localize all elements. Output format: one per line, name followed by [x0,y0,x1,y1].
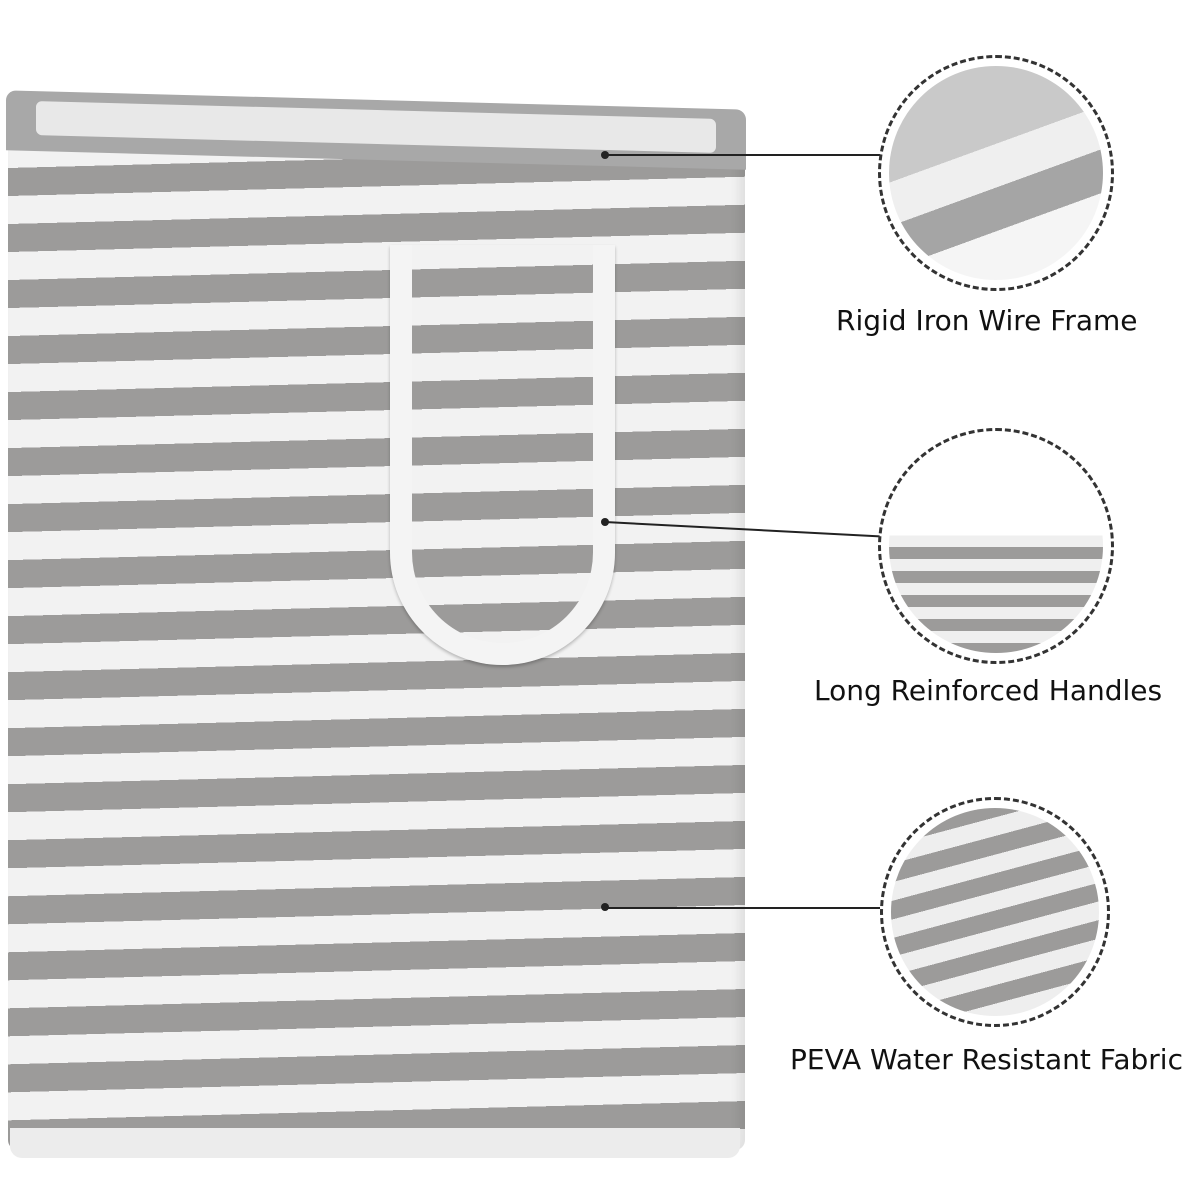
handle-detail-icon [878,428,1114,664]
water-drops-detail-icon [880,797,1110,1027]
hamper-opening [36,101,716,153]
hamper-body [8,140,745,1150]
callout-label: Rigid Iron Wire Frame [836,304,1138,337]
callout-label: PEVA Water Resistant Fabric [790,1043,1183,1076]
hamper-handle [390,245,615,665]
frame-detail-icon [878,55,1114,291]
callout-line [605,907,880,909]
callout-line [605,154,880,156]
callout-label: Long Reinforced Handles [814,674,1163,707]
hamper-base [10,1128,740,1158]
